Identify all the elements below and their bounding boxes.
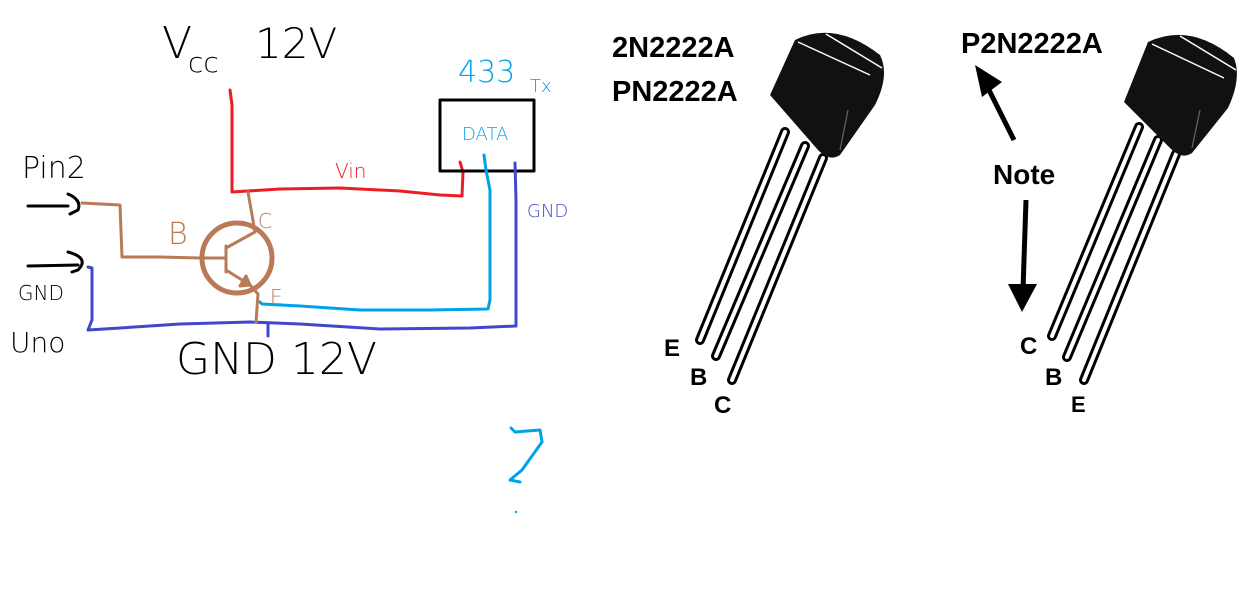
emitter-label: E — [270, 285, 283, 309]
stray-dot — [514, 510, 518, 514]
pin2-connector — [26, 192, 81, 216]
gnd-input-label: GND — [18, 281, 64, 305]
note-arrow-up-icon — [975, 65, 1017, 142]
to92-package — [695, 32, 884, 385]
pin-label-base: B — [1045, 364, 1062, 391]
data-wire — [258, 153, 492, 312]
schematic: V cc 12V Vin 433 Tx DATA GND Pin2 GND Un… — [10, 18, 568, 514]
pin-label-emitter: E — [1071, 392, 1086, 417]
to92-package — [1047, 34, 1237, 385]
pin-label-emitter: E — [664, 335, 680, 362]
note-arrow-down-icon — [1008, 199, 1037, 312]
pin-label-base: B — [690, 364, 707, 391]
part-name: P2N2222A — [961, 28, 1103, 60]
vcc-label-value: 12V — [255, 19, 337, 68]
gnd-connector — [26, 250, 84, 274]
part-name-line-1: 2N2222A — [612, 32, 735, 64]
pinout-p2n2222a: P2N2222A Note C B — [961, 28, 1237, 417]
module-pin-label: DATA — [462, 124, 508, 145]
gnd-12v-label: GND 12V — [176, 334, 377, 385]
collector-label: C — [258, 209, 272, 233]
uno-label: Uno — [10, 326, 65, 359]
part-name-line-2: PN2222A — [612, 76, 738, 108]
pin-label-collector: C — [714, 392, 731, 419]
vcc-label-main: V — [162, 18, 192, 69]
stray-scribble — [508, 426, 544, 484]
npn-transistor-symbol — [198, 190, 275, 324]
pinout-2n2222a: 2N2222A PN2222A E B C — [612, 32, 884, 419]
vcc-label-sub: cc — [188, 46, 219, 79]
gnd-wire-label: GND — [527, 201, 568, 222]
module-number-label: 433 — [458, 55, 515, 90]
vin-label: Vin — [335, 159, 366, 183]
module-suffix-label: Tx — [530, 76, 552, 97]
note-label: Note — [993, 159, 1055, 190]
pin-label-collector: C — [1020, 333, 1037, 360]
module-gnd-wire — [86, 161, 518, 332]
pin2-label: Pin2 — [22, 151, 86, 186]
base-label: B — [168, 217, 188, 252]
vcc-wire — [228, 88, 465, 198]
